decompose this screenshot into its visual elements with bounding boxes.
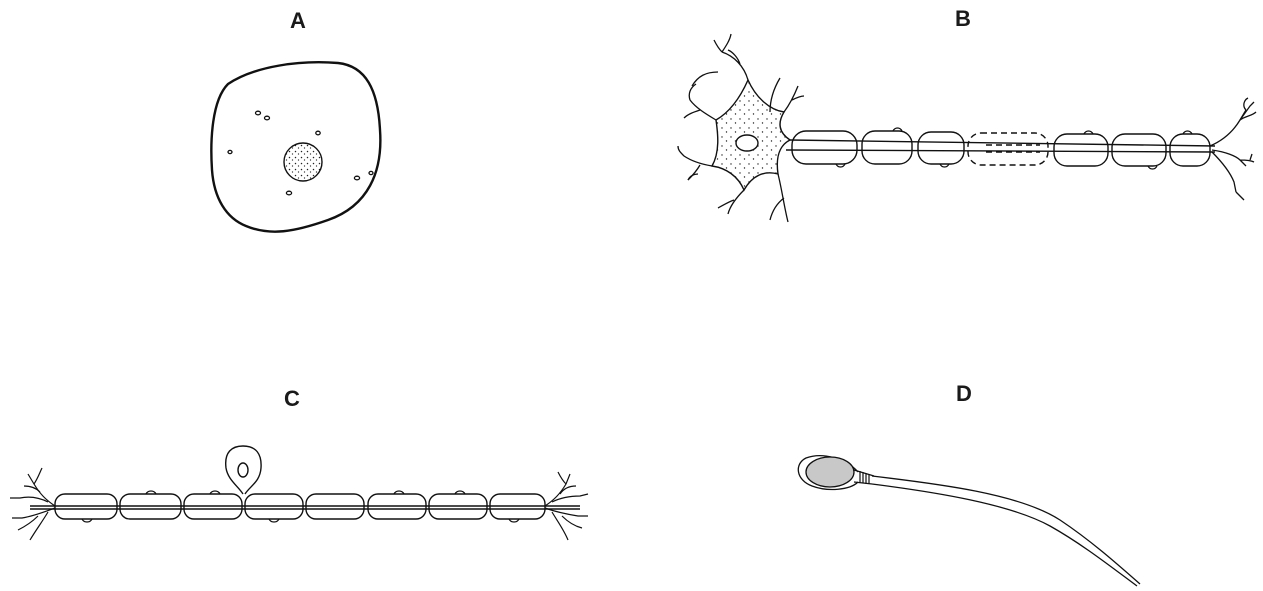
neuron-b-axon	[786, 140, 1215, 152]
fiber-c-nucleus	[238, 463, 248, 477]
fiber-c-soma	[226, 446, 261, 494]
fiber-c	[10, 446, 588, 540]
sperm-d	[798, 456, 1140, 586]
neuron-b-nucleus	[736, 135, 758, 151]
neuron-b-myelin	[792, 131, 1210, 166]
sperm-d-midpiece	[854, 470, 874, 484]
fiber-c-left-branches	[10, 468, 55, 540]
neuron-b-axon-terminal	[1210, 98, 1256, 200]
sperm-d-tail	[872, 476, 1140, 584]
neuron-b	[678, 34, 1256, 222]
cell-a	[211, 62, 380, 231]
sperm-d-nucleus	[806, 457, 854, 487]
cell-a-nucleus	[284, 143, 322, 181]
